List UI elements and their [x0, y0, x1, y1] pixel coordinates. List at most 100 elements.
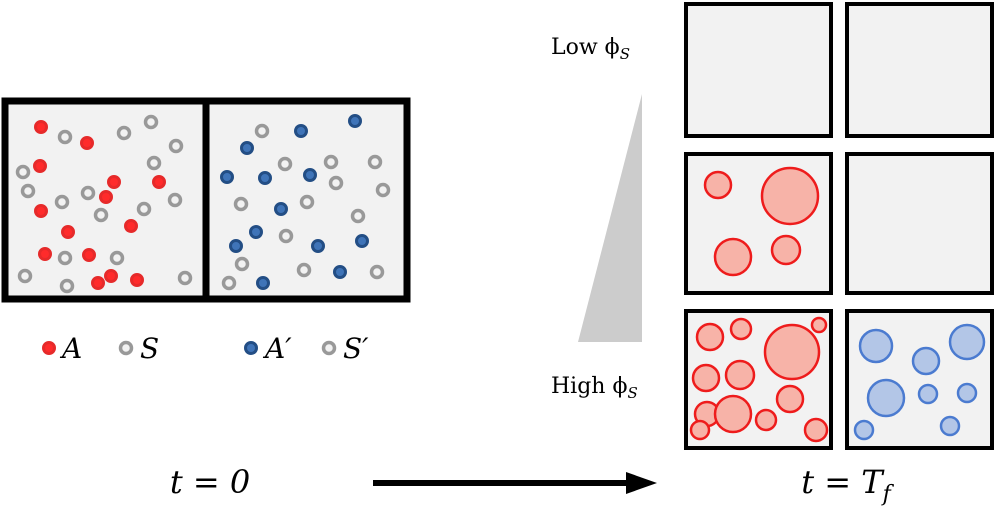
legend: A S A′ S′ — [42, 332, 369, 365]
legend-item-Aprime: A′ — [244, 332, 292, 365]
particle-A — [104, 269, 118, 283]
particle-Aprime — [258, 171, 272, 185]
droplet-A — [724, 359, 756, 391]
low-phi-subscript: S — [620, 45, 630, 63]
particle-Sprime — [299, 194, 315, 210]
particle-A-icon — [42, 341, 56, 355]
initial-state — [1, 97, 411, 303]
particle-Aprime — [240, 141, 254, 155]
time-arrow-head-icon — [626, 472, 657, 494]
particle-S — [59, 278, 75, 294]
particle-Aprime — [333, 265, 347, 279]
concentration-gradient-wedge — [578, 94, 642, 342]
particle-S — [146, 155, 162, 171]
particle-A — [152, 175, 166, 189]
particle-A — [99, 190, 113, 204]
particle-Sprime — [367, 154, 383, 170]
time-end-label: t = Tf — [801, 463, 894, 507]
particle-S — [54, 194, 70, 210]
droplets — [689, 166, 986, 443]
droplet-A — [713, 394, 753, 434]
particle-S — [136, 201, 152, 217]
panel-low-A — [684, 2, 833, 138]
particle-S — [167, 192, 183, 208]
particle-Sprime — [233, 196, 249, 212]
droplet-A — [703, 170, 733, 200]
particle-Sprime — [254, 123, 270, 139]
time-start-label: t = 0 — [170, 463, 250, 501]
particle-Aprime — [311, 239, 325, 253]
droplet-Aprime — [939, 415, 961, 437]
legend-label-Sprime: S′ — [343, 332, 369, 365]
particle-A — [61, 225, 75, 239]
particle-A — [107, 175, 121, 189]
panel-low-Aprime — [845, 2, 994, 138]
droplet-Aprime — [917, 383, 939, 405]
particle-S — [15, 164, 31, 180]
particle-Sprime — [221, 275, 237, 291]
left-particles — [15, 114, 193, 294]
particle-S — [93, 207, 109, 223]
particle-S — [57, 129, 73, 145]
particle-S — [177, 270, 193, 286]
particle-Sprime — [350, 208, 366, 224]
high-phi-subscript: S — [627, 384, 637, 402]
droplet-A — [770, 234, 802, 266]
particle-S — [143, 114, 159, 130]
droplet-Aprime — [858, 328, 894, 364]
particle-Aprime — [348, 114, 362, 128]
particle-Sprime — [296, 262, 312, 278]
time-arrow — [373, 472, 657, 494]
final-state-grid — [684, 2, 994, 450]
particle-S — [57, 250, 73, 266]
particle-A — [38, 247, 52, 261]
particle-Sprime — [375, 182, 391, 198]
high-phi-label: High ϕS — [551, 374, 638, 402]
legend-item-S: S — [118, 332, 159, 365]
particle-Sprime — [278, 228, 294, 244]
particle-Aprime — [294, 124, 308, 138]
particle-Aprime — [229, 239, 243, 253]
particle-Aprime — [249, 225, 263, 239]
time-end-main: t = T — [801, 463, 885, 501]
particle-S — [109, 250, 125, 266]
particle-S — [116, 125, 132, 141]
particle-S — [168, 138, 184, 154]
particle-Aprime — [303, 168, 317, 182]
particle-Aprime — [256, 276, 270, 290]
droplet-A — [713, 237, 753, 277]
low-phi-text: Low ϕ — [551, 35, 620, 60]
droplet-A — [803, 417, 829, 443]
particle-Aprime-icon — [244, 341, 258, 355]
time-end-subscript: f — [881, 482, 895, 507]
particle-A — [130, 273, 144, 287]
particle-Sprime-icon — [321, 340, 337, 356]
particle-A — [34, 204, 48, 218]
droplet-A — [760, 166, 820, 226]
particle-A — [34, 120, 48, 134]
particle-A — [80, 136, 94, 150]
droplet-A — [775, 384, 805, 414]
legend-item-Sprime: S′ — [321, 332, 369, 365]
particle-S — [17, 268, 33, 284]
low-phi-label: Low ϕS — [551, 35, 630, 63]
droplet-Aprime — [948, 323, 986, 361]
droplet-A — [754, 408, 778, 432]
droplet-A — [729, 317, 753, 341]
particle-Sprime — [369, 264, 385, 280]
particle-Aprime — [274, 202, 288, 216]
droplet-A — [763, 323, 821, 381]
legend-label-Aprime: A′ — [262, 332, 292, 365]
particle-S — [80, 185, 96, 201]
panel-mid-Aprime — [845, 152, 994, 295]
particle-Aprime — [220, 170, 234, 184]
particle-A — [124, 219, 138, 233]
particle-A — [33, 159, 47, 173]
droplet-Aprime — [866, 378, 906, 418]
particle-S — [20, 183, 36, 199]
droplet-A — [695, 322, 725, 352]
legend-item-A: A — [42, 332, 82, 365]
droplet-A — [810, 316, 828, 334]
legend-label-S: S — [140, 332, 159, 365]
